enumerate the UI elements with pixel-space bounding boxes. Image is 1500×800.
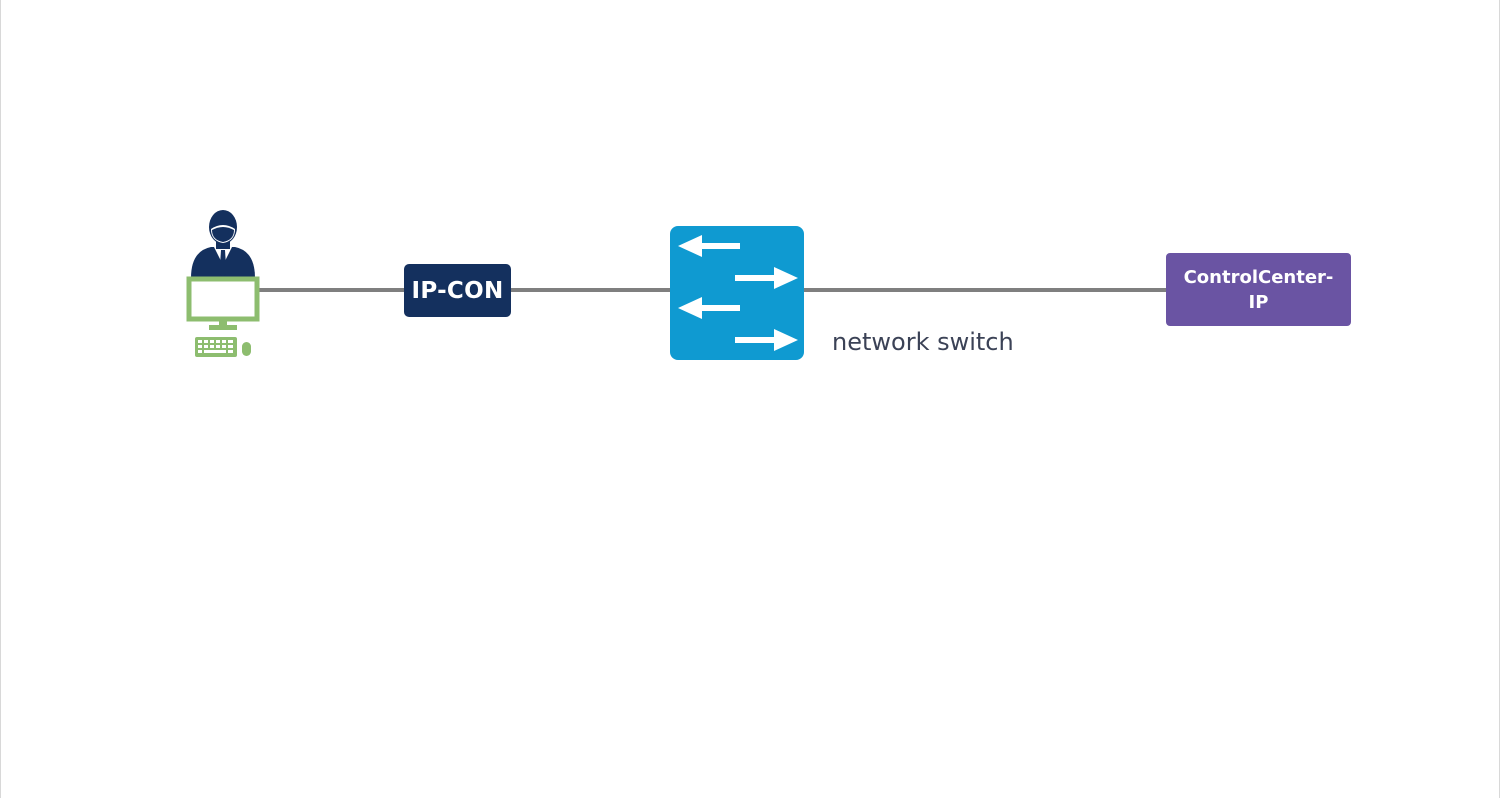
control-center-ip-node: ControlCenter- IP (1166, 253, 1351, 326)
network-switch-node (670, 226, 804, 360)
link-ipcon-to-switch (509, 288, 672, 292)
control-center-label-line1: ControlCenter- (1183, 266, 1334, 288)
user-workstation (183, 203, 263, 363)
monitor-icon (186, 276, 260, 330)
arrows-icon (678, 235, 798, 351)
ip-con-label: IP-CON (411, 277, 504, 304)
link-switch-to-controlcenter (803, 288, 1169, 292)
control-center-label-line2: IP (1248, 291, 1269, 313)
user-icon (191, 210, 255, 278)
ip-con-node: IP-CON (404, 264, 511, 317)
mouse-icon (242, 342, 251, 356)
link-user-to-ipcon (255, 288, 407, 292)
network-switch-label: network switch (832, 328, 1014, 356)
keyboard-icon (195, 337, 237, 357)
